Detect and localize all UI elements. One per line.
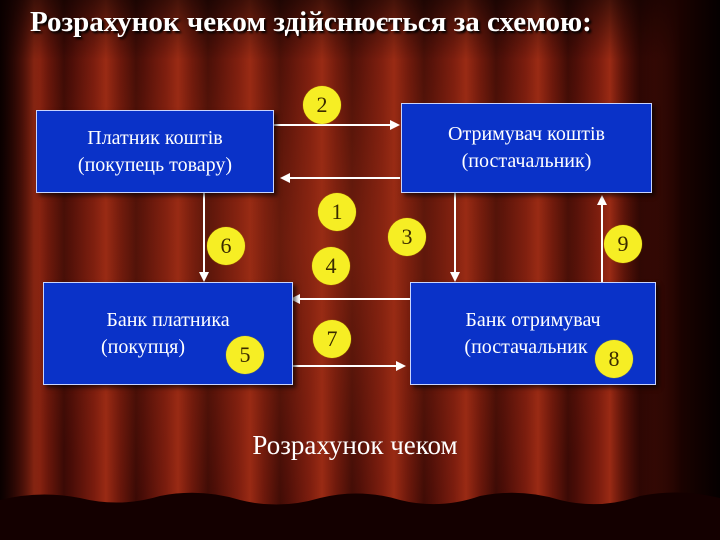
step-8-badge: 8 <box>595 340 633 378</box>
step-9-badge: 9 <box>604 225 642 263</box>
diagram-caption: Розрахунок чеком <box>200 430 510 461</box>
payer-label: Платник коштів <box>87 125 223 152</box>
step-4-badge: 4 <box>312 247 350 285</box>
recipient-box: Отримувач коштів (постачальник) <box>401 103 652 193</box>
step-6-badge: 6 <box>207 227 245 265</box>
step-1-badge: 1 <box>318 193 356 231</box>
payer-sublabel: (покупець товару) <box>78 152 232 179</box>
step-5-badge: 5 <box>226 336 264 374</box>
step-2-badge: 2 <box>303 86 341 124</box>
payer-box: Платник коштів (покупець товару) <box>36 110 274 193</box>
recipient-bank-sublabel: (постачальник <box>464 334 587 361</box>
payer-bank-sublabel: (покупця) <box>101 334 185 361</box>
recipient-sublabel: (постачальник) <box>462 148 592 175</box>
payer-bank-label: Банк платника <box>106 307 229 334</box>
step-3-badge: 3 <box>388 218 426 256</box>
recipient-label: Отримувач коштів <box>448 121 605 148</box>
step-7-badge: 7 <box>313 320 351 358</box>
recipient-bank-label: Банк отримувач <box>465 307 600 334</box>
